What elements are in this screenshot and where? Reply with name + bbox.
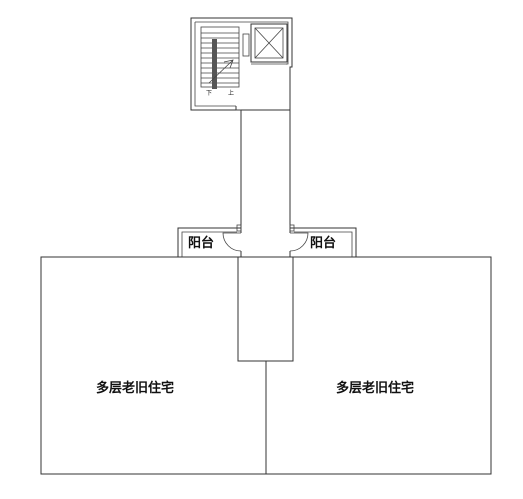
stair-arrow (208, 59, 234, 84)
elevator-shaft (242, 23, 288, 65)
door-swing-right (289, 232, 309, 252)
stair-down-label: 下 (206, 90, 212, 97)
balcony-right-label: 阳台 (310, 235, 336, 251)
staircase: 下 上 (200, 26, 240, 97)
corridor (240, 251, 291, 257)
door-swing-left (222, 232, 242, 252)
stair-up-label: 上 (228, 89, 234, 97)
stair-treads (201, 32, 239, 84)
stair-elevator-core (190, 17, 293, 228)
stair-handrail (212, 39, 217, 89)
balcony-left: 阳台 (177, 224, 242, 257)
building-right-label: 多层老旧住宅 (336, 380, 414, 396)
balcony-left-label: 阳台 (188, 235, 214, 251)
building-left-label: 多层老旧住宅 (96, 380, 174, 396)
main-buildings: 多层老旧住宅 多层老旧住宅 (40, 256, 492, 475)
balcony-right: 阳台 (289, 224, 357, 257)
connection-passage (237, 256, 294, 362)
